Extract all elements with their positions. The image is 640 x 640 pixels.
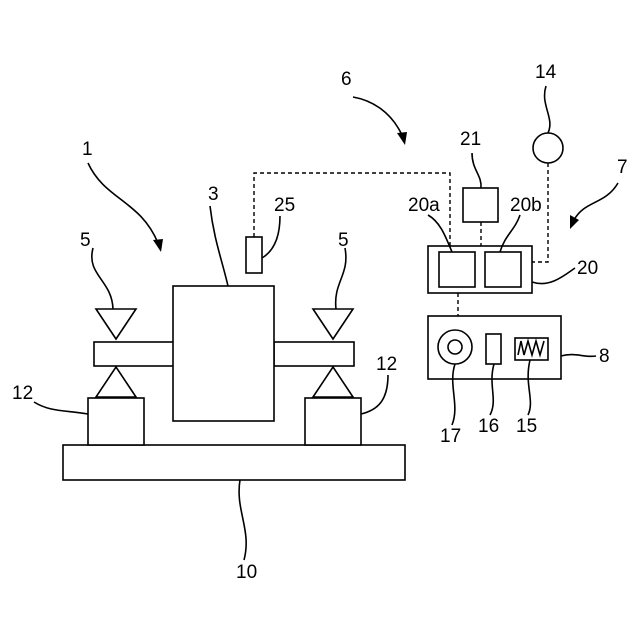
component-17-inner <box>448 340 462 354</box>
label-14: 14 <box>535 62 557 83</box>
label-20b: 20b <box>510 195 542 216</box>
support-bottom-left <box>96 367 136 397</box>
label-8: 8 <box>599 346 610 367</box>
support-top-left <box>96 309 136 339</box>
leader-7 <box>574 183 618 220</box>
label-21: 21 <box>460 129 481 150</box>
support-top-right <box>313 309 353 339</box>
leader-12a <box>34 402 88 414</box>
leader-20 <box>532 268 575 284</box>
leader-1 <box>88 163 158 243</box>
leader-3 <box>210 206 228 286</box>
label-6: 6 <box>341 69 352 90</box>
component-16 <box>486 334 501 364</box>
leader-8 <box>561 355 596 357</box>
support-bottom-right <box>313 367 353 397</box>
shaft-right <box>274 342 354 366</box>
sensor <box>246 237 262 273</box>
leader-12b <box>361 375 388 414</box>
leader-14 <box>545 86 550 133</box>
leader-21 <box>472 153 481 188</box>
label-5-left: 5 <box>80 230 91 251</box>
component-21-box <box>463 188 498 222</box>
leader-6 <box>353 97 402 135</box>
leader-25 <box>262 216 280 258</box>
label-25: 25 <box>274 195 295 216</box>
component-14-circle <box>533 133 563 163</box>
arrow-6 <box>397 132 407 145</box>
leader-5a <box>92 248 113 309</box>
shaft-left <box>94 342 174 366</box>
label-1: 1 <box>82 139 93 160</box>
label-20a: 20a <box>408 195 440 216</box>
pedestal-right <box>305 398 361 445</box>
label-16: 16 <box>478 416 499 437</box>
label-12-right: 12 <box>376 354 397 375</box>
rotor-body <box>173 286 274 421</box>
label-3: 3 <box>208 184 219 205</box>
label-7: 7 <box>617 157 628 178</box>
leader-5b <box>336 248 346 309</box>
label-10: 10 <box>236 562 257 583</box>
pedestal-left <box>88 398 144 445</box>
base-plate <box>63 445 405 480</box>
label-5-right: 5 <box>338 230 349 251</box>
unit-20a <box>439 252 475 287</box>
arrow-1 <box>153 239 163 252</box>
label-20: 20 <box>577 258 598 279</box>
label-12-left: 12 <box>12 383 33 404</box>
unit-20b <box>485 252 521 287</box>
arrow-7 <box>570 215 579 229</box>
leader-10 <box>239 480 246 560</box>
label-17: 17 <box>440 426 461 447</box>
label-15: 15 <box>516 416 537 437</box>
